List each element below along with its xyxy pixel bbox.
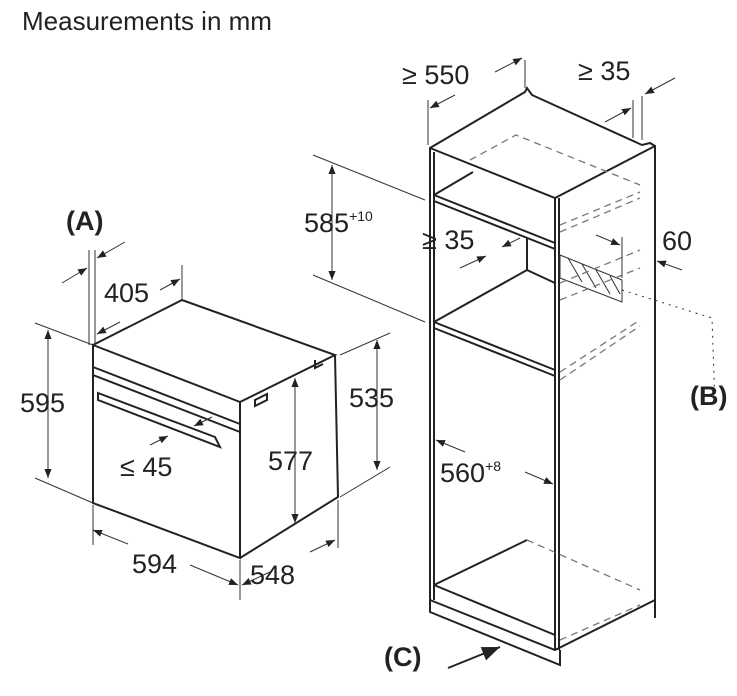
dim-vent: 60 [662, 226, 692, 256]
vent-hatch [559, 254, 623, 303]
cabinet-drawing [429, 86, 716, 669]
dim-oven-inner-height: 577 [268, 446, 313, 476]
label-a: (A) [66, 206, 103, 236]
oven-drawing [92, 298, 340, 560]
dim-handle: ≤ 45 [120, 452, 172, 482]
dim-oven-side-height: 535 [349, 383, 394, 413]
dim-niche-width: 560+8 [440, 458, 501, 488]
label-b: (B) [690, 381, 727, 411]
dim-oven-depth-front: 405 [104, 278, 149, 308]
dim-oven-depth: 548 [250, 560, 295, 590]
page-title: Measurements in mm [22, 6, 272, 36]
dim-niche-height: 585+10 [304, 208, 373, 238]
label-c: (C) [384, 642, 421, 672]
dim-shelf-gap: ≥ 35 [422, 225, 474, 255]
oven-dimension-lines [34, 241, 391, 600]
dim-oven-width: 594 [132, 549, 177, 579]
cabinet-dimension-lines [312, 57, 683, 485]
dim-rear-gap: ≥ 35 [578, 56, 630, 86]
dim-cabinet-depth: ≥ 550 [402, 60, 469, 90]
dim-oven-height: 595 [20, 388, 65, 418]
